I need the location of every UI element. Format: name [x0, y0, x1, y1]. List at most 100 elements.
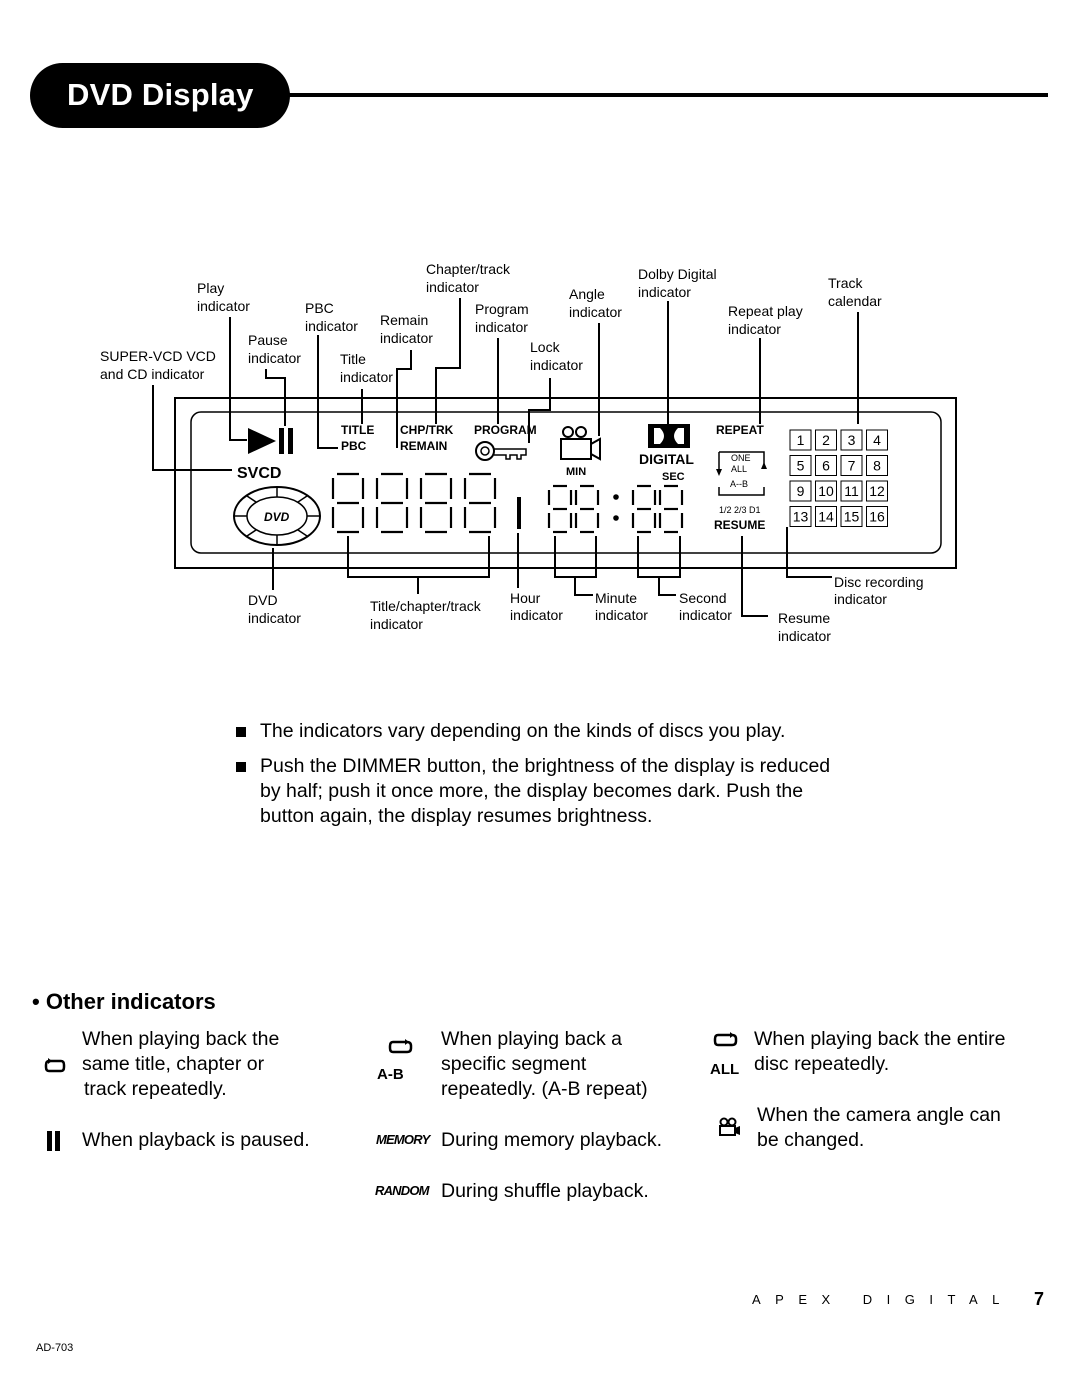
header-pill: [30, 63, 290, 128]
calendar-box: [815, 506, 837, 527]
leader-chapter: [435, 298, 461, 424]
calendar-box: [815, 480, 837, 502]
svg-text:PBC: PBC: [305, 300, 334, 316]
calendar-box: [789, 429, 812, 451]
calendar-box: [789, 480, 812, 502]
repeat-all-icon: [713, 1032, 738, 1047]
leader-play: [229, 317, 247, 441]
svg-text:Resume: Resume: [778, 610, 830, 626]
svg-text:indicator: indicator: [834, 591, 887, 607]
calendar-box: [840, 506, 863, 527]
label-resume: Resume indicator: [778, 610, 831, 644]
model-number: AD-703: [36, 1342, 74, 1354]
svg-text:Dolby Digital: Dolby Digital: [638, 266, 717, 282]
repeat-ab-icon: [388, 1039, 413, 1054]
calendar-number: 10: [818, 483, 834, 499]
label-minute: Minute indicator: [595, 590, 648, 623]
lcd-one: ONE: [731, 453, 751, 463]
lcd-program: PROGRAM: [474, 423, 537, 437]
lcd-svcd: SVCD: [237, 465, 281, 482]
angle-line: be changed.: [757, 1129, 865, 1151]
calendar-number: 7: [848, 458, 856, 474]
label-dvd: DVD indicator: [248, 592, 301, 626]
all-symbol: ALL: [710, 1061, 740, 1078]
calendar-box: [789, 455, 812, 476]
random-symbol: RANDOM: [375, 1183, 429, 1198]
calendar-box: [866, 480, 888, 502]
calendar-number: 13: [793, 509, 809, 525]
label-lock: Lock indicator: [530, 339, 583, 373]
ab-symbol: A-B: [377, 1066, 404, 1083]
label-program: Program indicator: [475, 301, 529, 335]
lcd-ab: A--B: [730, 479, 748, 489]
svg-text:DIGITAL: DIGITAL: [639, 451, 694, 467]
label-title: Title indicator: [340, 351, 393, 385]
lcd-min: MIN: [566, 466, 586, 478]
calendar-box: [815, 455, 837, 476]
section-heading: • Other indicators: [32, 989, 216, 1014]
label-track-calendar: Track calendar: [828, 275, 882, 309]
svg-text:Title/chapter/track: Title/chapter/track: [370, 598, 482, 614]
label-hour: Hour indicator: [510, 590, 563, 623]
leader-lock: [528, 378, 551, 443]
label-disc-recording: Disc recording indicator: [834, 574, 923, 607]
label-angle: Angle indicator: [569, 286, 622, 320]
angle-line: When the camera angle can: [757, 1104, 1001, 1126]
calendar-number: 12: [869, 483, 885, 499]
calendar-box: [866, 455, 888, 476]
calendar-box: [840, 429, 863, 451]
lcd-digit-one: [517, 497, 521, 529]
svg-text:indicator: indicator: [340, 369, 393, 385]
camera-icon: [719, 1117, 740, 1136]
svg-text:Program: Program: [475, 301, 529, 317]
svg-text:DVD: DVD: [264, 510, 290, 524]
calendar-number: 11: [844, 483, 859, 499]
svg-text:indicator: indicator: [305, 318, 358, 334]
svg-text:indicator: indicator: [197, 298, 250, 314]
lcd-colon-top: [613, 494, 619, 500]
svg-text:indicator: indicator: [679, 607, 732, 623]
svg-text:Lock: Lock: [530, 339, 561, 355]
lcd-outer-frame: [174, 397, 957, 569]
leader-svcd: [152, 385, 232, 471]
label-pbc: PBC indicator: [305, 300, 358, 334]
label-remain: Remain indicator: [380, 312, 433, 346]
svg-text:calendar: calendar: [828, 293, 882, 309]
lcd-resume: RESUME: [714, 518, 765, 532]
calendar-number: 6: [822, 458, 830, 474]
svg-text:Title: Title: [340, 351, 366, 367]
bullet-item: Push the DIMMER button, the brightness o…: [236, 754, 856, 829]
lcd-sec: SEC: [662, 471, 685, 483]
lcd-colon-bottom: [613, 515, 619, 521]
repeat-ab-line: repeatedly. (A-B repeat): [441, 1078, 648, 1100]
play-pause-icon: [248, 428, 293, 454]
svg-text:indicator: indicator: [595, 607, 648, 623]
calendar-number: 4: [873, 432, 881, 448]
calendar-box: [815, 429, 837, 451]
header-rule: [285, 93, 1048, 97]
svg-text:Pause: Pause: [248, 332, 288, 348]
memory-text: During memory playback.: [441, 1129, 663, 1151]
leader-resume: [741, 536, 768, 617]
bullet-square-icon: [236, 762, 246, 772]
label-title-chapter-track: Title/chapter/track indicator: [370, 598, 482, 632]
repeat-track-line: track repeatedly.: [84, 1078, 227, 1100]
calendar-number: 14: [818, 509, 834, 525]
random-text: During shuffle playback.: [441, 1180, 649, 1202]
svg-text:Chapter/track: Chapter/track: [426, 261, 511, 277]
leader-title-chapter-track: [347, 536, 490, 594]
calendar-box: [840, 455, 863, 476]
dvd-disc-icon: DVD: [233, 486, 321, 546]
lcd-fractions: 1/2 2/3 D1: [719, 505, 761, 515]
label-pause: Pause indicator: [248, 332, 301, 366]
label-play: Play indicator: [197, 280, 250, 314]
leader-second: [637, 536, 681, 596]
repeat-bracket-icon: [716, 451, 767, 496]
svg-text:indicator: indicator: [778, 628, 831, 644]
svg-text:SUPER-VCD VCD: SUPER-VCD VCD: [100, 348, 216, 364]
svg-text:indicator: indicator: [426, 279, 479, 295]
repeat-track-line: When playing back the: [82, 1028, 280, 1050]
paused-text: When playback is paused.: [82, 1129, 310, 1151]
lcd-pbc: PBC: [341, 439, 367, 453]
